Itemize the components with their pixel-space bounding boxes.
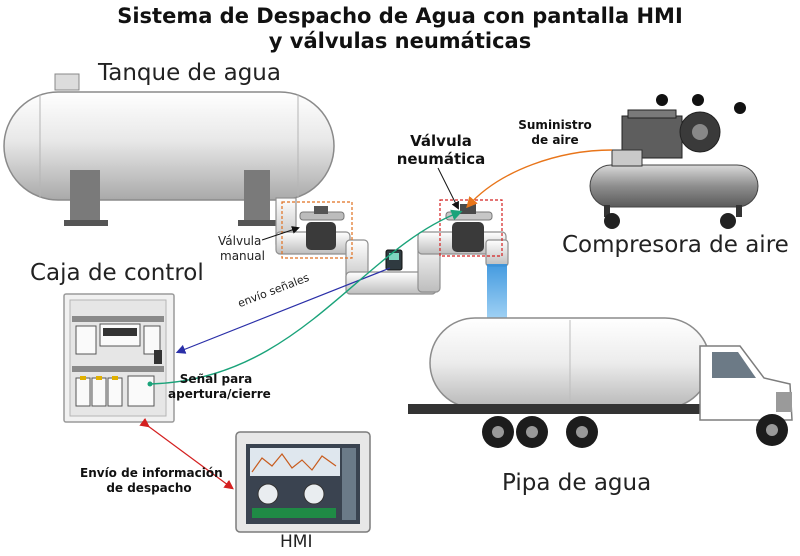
diagram-title-line-1: Sistema de Despacho de Agua con pantalla…	[117, 4, 683, 28]
label-control-box: Caja de control	[30, 260, 204, 286]
label-manual-valve-line-1: Válvula	[218, 234, 262, 248]
label-dispatch-info-line-2: de despacho	[106, 481, 192, 495]
label-open-close-line-1: Señal para	[179, 372, 253, 386]
open-close-signal-origin	[147, 381, 153, 387]
flow-meter	[385, 249, 403, 271]
water-tank	[3, 73, 335, 226]
control-box-panel	[63, 293, 175, 423]
manual-valve	[281, 201, 353, 259]
label-pneumatic-valve-line-1: Válvula	[410, 132, 472, 150]
air-supply-line	[466, 149, 613, 209]
manual-valve-pointer	[261, 226, 300, 241]
open-close-signal-line	[149, 209, 463, 385]
pneumatic-valve-pointer	[437, 167, 459, 210]
label-manual-valve-line-2: manual	[220, 249, 265, 263]
label-air-supply-line-2: de aire	[531, 133, 579, 147]
sensor-signal-line	[175, 267, 391, 354]
pneumatic-valve	[439, 199, 503, 257]
water-stream	[487, 264, 507, 324]
label-air-compressor: Compresora de aire	[562, 232, 789, 258]
label-pneumatic-valve-line-2: neumática	[396, 150, 486, 168]
diagram-title-line-2: y válvulas neumáticas	[268, 29, 532, 53]
air-compressor	[589, 94, 759, 229]
label-water-truck: Pipa de agua	[502, 470, 652, 496]
label-open-close-line-2: apertura/cierre	[168, 387, 271, 401]
label-air-supply-line-1: Suministro	[518, 118, 592, 132]
label-dispatch-info-line-1: Envío de información	[80, 466, 223, 480]
water-truck	[408, 317, 793, 448]
label-hmi: HMI	[280, 532, 313, 552]
dispatch-info-line	[139, 417, 234, 490]
label-water-tank: Tanque de agua	[98, 60, 281, 86]
hmi-panel	[235, 431, 371, 533]
